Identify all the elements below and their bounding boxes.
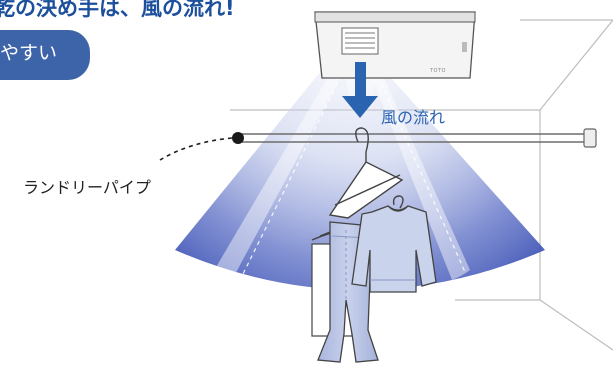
feature-badge bbox=[0, 30, 90, 80]
laundry-pipe-label: ランドリーパイプ bbox=[23, 178, 151, 197]
laundry-pipe bbox=[159, 128, 597, 161]
dryer-unit bbox=[314, 11, 476, 79]
hanger bbox=[311, 127, 404, 241]
airflow-stream-left bbox=[212, 60, 350, 280]
feature-badge-text: やすい bbox=[0, 42, 58, 64]
headline: 乾の決め手は、風の流れ! bbox=[0, 0, 235, 20]
airflow-arrow bbox=[342, 62, 378, 118]
shirt bbox=[351, 205, 437, 293]
brand-logo-text: TOTO bbox=[430, 68, 446, 74]
airflow-label: 風の流れ bbox=[381, 108, 446, 127]
